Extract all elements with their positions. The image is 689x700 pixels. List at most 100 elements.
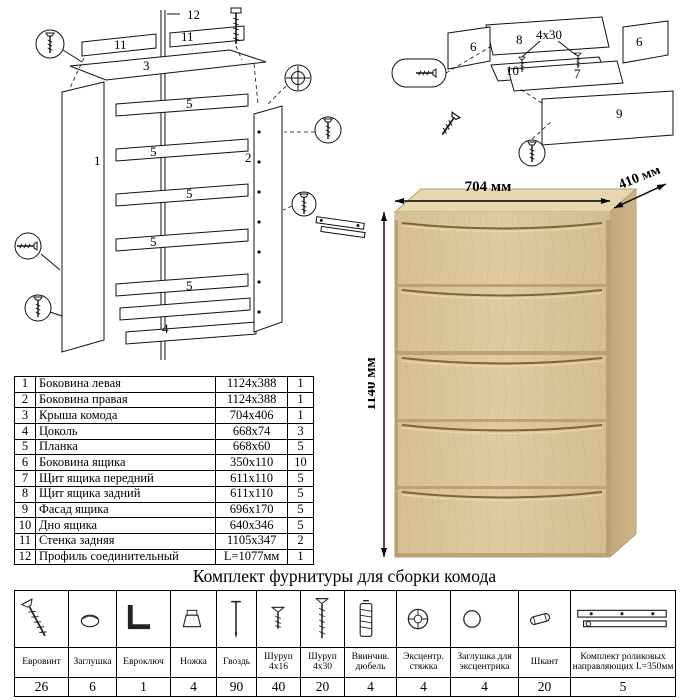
part-label-10: 10 [506, 63, 519, 78]
parts-table: 1 Боковина левая 1124х388 1 2 Боковина п… [14, 376, 314, 566]
part-label-5: 5 [186, 278, 193, 293]
table-row: 6 Боковина ящика 350х110 10 [14, 454, 314, 472]
leader-line [62, 49, 83, 63]
part-label-6: 6 [636, 34, 643, 49]
hardware-label: Шкант [518, 647, 571, 678]
part-name: Щит ящика передний [34, 470, 217, 487]
leader-line [40, 253, 61, 271]
part-name: Щит ящика задний [34, 485, 217, 503]
part-number: 6 [14, 454, 36, 472]
dimension-lines [381, 183, 667, 557]
hardware-qty: 4 [170, 677, 217, 697]
leader-line [521, 40, 541, 58]
table-row: 7 Щит ящика передний 611х110 5 [14, 470, 314, 487]
hardware-qty: 4 [396, 677, 451, 697]
hardware-label: Евроключ [116, 647, 171, 678]
cam-cap-icon [463, 610, 481, 628]
part-label-9: 9 [616, 106, 623, 121]
screw-callout [314, 116, 342, 144]
part-name: Боковина ящика [34, 454, 217, 472]
part-qty: 3 [287, 423, 314, 440]
hardware-label: Ножка [170, 647, 217, 678]
screw-icon [437, 111, 461, 139]
screw-size-note: 4х30 [536, 27, 562, 42]
part-size: 611х110 [215, 470, 289, 487]
part-size: 704х406 [215, 407, 289, 425]
table-row: 12 Профиль соединительный L=1077мм 1 [14, 548, 314, 566]
table-row: 11 Стенка задняя 1105х347 2 [14, 532, 314, 550]
part-number: 2 [14, 391, 36, 409]
drawer-facade [541, 90, 674, 146]
foot-icon [182, 609, 202, 628]
hardware-kit-title: Комплект фурнитуры для сборки комода [192, 566, 497, 586]
leader-line [557, 40, 577, 56]
part-qty: 1 [287, 407, 314, 425]
guide-line [531, 120, 553, 140]
screw-callout [291, 191, 317, 217]
height-dimension-label: 1140 мм [368, 357, 379, 410]
part-label-12: 12 [187, 7, 200, 22]
width-dimension-label: 704 мм [465, 179, 512, 195]
part-name: Стенка задняя [34, 532, 217, 550]
part-name: Дно ящика [34, 517, 217, 534]
table-row: 10 Дно ящика 640х346 5 [14, 517, 314, 534]
hardware-icon-cell [170, 590, 217, 648]
part-size: 668х60 [215, 438, 289, 456]
part-number: 1 [14, 376, 36, 393]
part-qty: 1 [287, 376, 314, 393]
part-qty: 5 [287, 517, 314, 534]
guide-line [445, 46, 491, 74]
hardware-qty-row: 26 6 1 4 90 40 20 4 4 4 20 5 [14, 677, 676, 697]
hardware-label: Ввинчив. дюбель [344, 647, 397, 678]
part-label-6: 6 [470, 39, 477, 54]
back-slat-left [81, 33, 157, 57]
drawer-back-panel [485, 16, 610, 56]
drawer-fronts [395, 212, 610, 557]
part-number: 5 [14, 438, 36, 456]
hardware-label: Шуруп 4х30 [300, 647, 345, 678]
part-label-5: 5 [150, 144, 157, 159]
hardware-icon-cell [518, 590, 571, 648]
screw-4x16-icon [270, 606, 286, 629]
hardware-icon-cell [216, 590, 257, 648]
bolt-icon [230, 7, 242, 44]
part-number: 10 [14, 517, 36, 534]
drawer-exploded-diagram: 8 6 6 10 7 9 4х30 [391, 16, 674, 167]
part-size: 611х110 [215, 485, 289, 503]
part-qty: 1 [287, 548, 314, 566]
top-panel [69, 49, 267, 81]
euro-screw-icon [20, 598, 47, 637]
cam-lock-icon [407, 608, 429, 630]
part-label-8: 8 [516, 32, 523, 47]
part-label-11: 11 [181, 29, 194, 44]
hardware-qty: 1 [116, 677, 171, 697]
dresser-side-face [609, 187, 637, 559]
hardware-qty: 4 [450, 677, 519, 697]
table-row: 2 Боковина правая 1124х388 1 [14, 391, 314, 409]
hardware-label: Заглушка для эксцентрика [450, 647, 519, 678]
part-number: 9 [14, 501, 36, 519]
guide-line [267, 85, 287, 105]
dresser-render: 704 мм 1140 мм 410 мм [368, 168, 667, 559]
part-size: L=1077мм [215, 548, 289, 566]
guide-line [282, 205, 293, 211]
nail-icon [231, 600, 241, 639]
right-side-panel [253, 105, 283, 333]
part-qty: 5 [287, 485, 314, 503]
part-number: 4 [14, 423, 36, 440]
guide-line [235, 45, 243, 61]
table-row: 1 Боковина левая 1124х388 1 [14, 376, 314, 393]
part-qty: 5 [287, 438, 314, 456]
screw-4x30-icon [314, 598, 330, 639]
hardware-qty: 4 [344, 677, 397, 697]
part-size: 696х170 [215, 501, 289, 519]
part-size: 668х74 [215, 423, 289, 440]
table-row: 8 Щит ящика задний 611х110 5 [14, 485, 314, 503]
part-label-1: 1 [94, 153, 101, 168]
hardware-qty: 5 [570, 677, 676, 697]
part-number: 8 [14, 485, 36, 503]
hardware-qty: 6 [68, 677, 117, 697]
hardware-label: Гвоздь [216, 647, 257, 678]
table-row: 3 Крыша комода 704х406 1 [14, 407, 314, 425]
